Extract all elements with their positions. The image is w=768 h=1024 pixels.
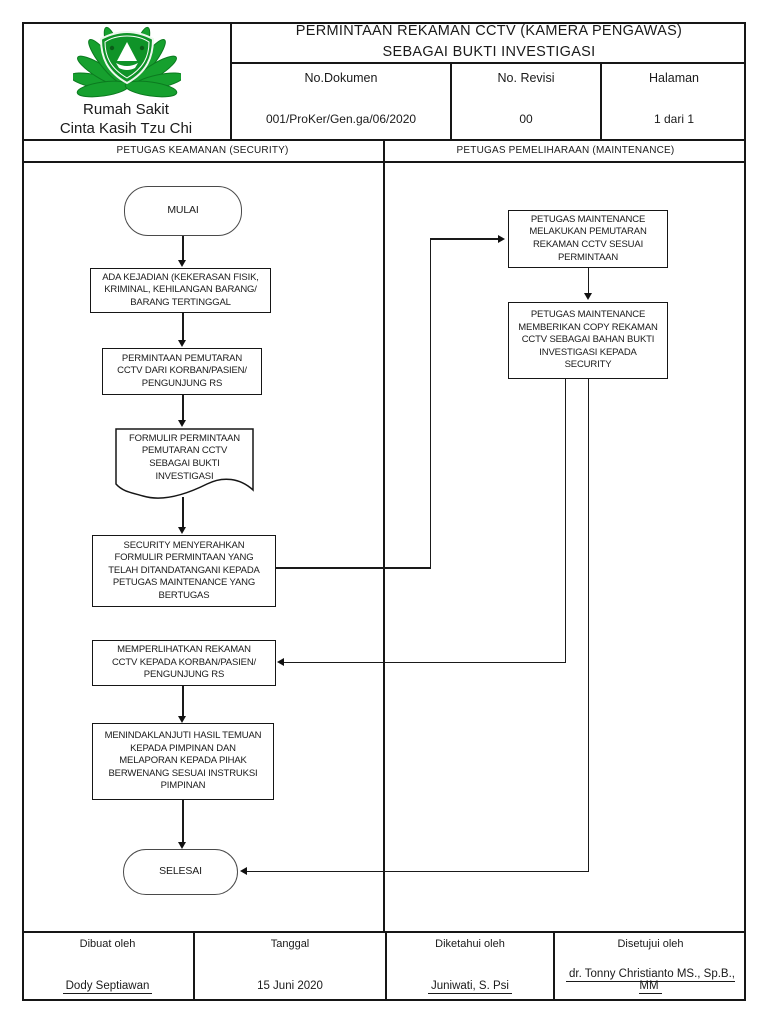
footer-label: Diketahui oleh <box>435 938 505 950</box>
footer-label: Tanggal <box>270 938 310 950</box>
connector-line <box>182 800 184 843</box>
field-label: Halaman <box>648 71 700 85</box>
footer-label: Dibuat oleh <box>79 938 136 950</box>
arrowhead-down-icon <box>178 260 186 267</box>
flow-node-permintaan-pemutaran: PERMINTAAN PEMUTARAN CCTV DARI KORBAN/PA… <box>102 348 262 395</box>
connector-line <box>182 686 184 717</box>
footer-divider-2 <box>385 931 387 1001</box>
arrowhead-down-icon <box>178 716 186 723</box>
document-title: PERMINTAAN REKAMAN CCTV (KAMERA PENGAWAS… <box>295 22 683 60</box>
connector-line <box>587 379 589 872</box>
flow-node-formulir-permintaan: FORMULIR PERMINTAAN PEMUTARAN CCTV SEBAG… <box>115 428 254 502</box>
flow-node-security-menyerahkan: SECURITY MENYERAHKAN FORMULIR PERMINTAAN… <box>92 535 276 607</box>
field-value: 001/ProKer/Gen.ga/06/2020 <box>265 112 417 126</box>
footer-label: Disetujui oleh <box>617 938 684 950</box>
arrowhead-down-icon <box>178 842 186 849</box>
arrowhead-down-icon <box>178 420 186 427</box>
connector-line <box>429 238 499 240</box>
footer-signature: dr. Tonny Christianto MS., Sp.B., MM <box>555 968 746 1001</box>
footer-divider-1 <box>193 931 195 1001</box>
connector-line <box>182 497 184 528</box>
field-value: 00 <box>519 112 533 126</box>
arrowhead-down-icon <box>583 293 592 300</box>
flow-node-memperlihatkan: MEMPERLIHATKAN REKAMAN CCTV KEPADA KORBA… <box>92 640 276 686</box>
arrowhead-left-icon <box>277 658 284 666</box>
field-divider-2 <box>600 62 602 141</box>
arrowhead-right-icon <box>498 234 505 243</box>
footer-signature: Juniwati, S. Psi <box>387 980 553 1001</box>
field-halaman: Halaman 1 dari 1 <box>602 63 746 140</box>
logo-cell-right-line <box>230 22 232 140</box>
footer-date: 15 Juni 2020 <box>257 980 323 992</box>
flow-node-maintenance-copy: PETUGAS MAINTENANCE MEMBERIKAN COPY REKA… <box>508 302 668 379</box>
arrowhead-down-icon <box>178 527 186 534</box>
footer-cell-disetujui: Disetujui oleh dr. Tonny Christianto MS.… <box>555 933 746 1001</box>
lane-divider-line <box>383 139 385 933</box>
flow-node-maintenance-pemutaran: PETUGAS MAINTENANCE MELAKUKAN PEMUTARAN … <box>508 210 668 268</box>
connector-line <box>182 395 184 421</box>
footer-cell-diketahui: Diketahui oleh Juniwati, S. Psi <box>387 933 553 1001</box>
connector-line <box>276 567 431 569</box>
footer-top-line <box>22 931 746 933</box>
lane-header-maintenance: PETUGAS PEMELIHARAAN (MAINTENANCE) <box>456 145 675 156</box>
field-no-revisi: No. Revisi 00 <box>452 63 600 140</box>
flow-node-selesai: SELESAI <box>123 849 238 895</box>
connector-line <box>284 661 566 663</box>
footer-signature: Dody Septiawan <box>22 980 193 1001</box>
footer-divider-3 <box>553 931 555 1001</box>
arrowhead-left-icon <box>240 867 247 875</box>
connector-line <box>564 379 566 663</box>
connector-line <box>182 313 184 341</box>
field-value: 1 dari 1 <box>653 112 695 126</box>
field-divider-1 <box>450 62 452 141</box>
connector-line <box>247 870 589 872</box>
field-no-dokumen: No.Dokumen 001/ProKer/Gen.ga/06/2020 <box>232 63 450 140</box>
connector-line <box>182 236 184 261</box>
arrowhead-down-icon <box>178 340 186 347</box>
field-label: No.Dokumen <box>304 71 378 85</box>
connector-line <box>429 238 431 568</box>
flow-node-ada-kejadian: ADA KEJADIAN (KEKERASAN FISIK, KRIMINAL,… <box>90 268 271 313</box>
document-border <box>22 22 746 1001</box>
field-label: No. Revisi <box>497 71 555 85</box>
flow-node-mulai: MULAI <box>124 186 242 236</box>
lane-header-security: PETUGAS KEAMANAN (SECURITY) <box>116 145 289 156</box>
flow-node-menindaklanjuti: MENINDAKLANJUTI HASIL TEMUAN KEPADA PIMP… <box>92 723 274 800</box>
tzu-chi-hospital-logo <box>73 26 181 98</box>
connector-line <box>587 268 589 294</box>
footer-cell-dibuat: Dibuat oleh Dody Septiawan <box>22 933 193 1001</box>
title-bottom-line <box>230 62 746 64</box>
footer-cell-tanggal: Tanggal 15 Juni 2020 <box>195 933 385 1001</box>
document-shape-icon <box>115 428 254 499</box>
